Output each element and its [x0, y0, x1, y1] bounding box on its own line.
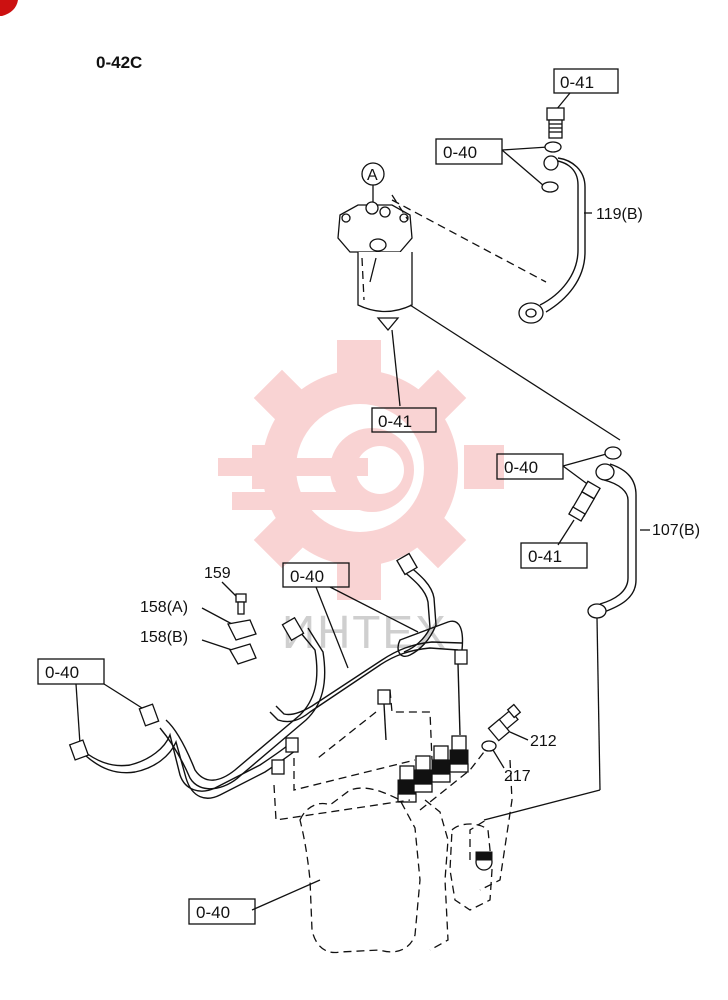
page-reference: 0-42C — [96, 53, 142, 72]
label-158a: 158(A) — [140, 599, 188, 616]
washer-top-1 — [544, 141, 562, 153]
callout-a: A — [361, 162, 385, 186]
injection-pipes — [68, 552, 468, 799]
banjo-bolt-top — [546, 107, 565, 139]
svg-text:0-41: 0-41 — [528, 547, 562, 566]
banjo-bolt-right — [568, 480, 601, 522]
svg-text:0-40: 0-40 — [290, 567, 324, 586]
ref-box-0-40-left[interactable]: 0-40 — [37, 658, 105, 685]
pipe-107b-to-engine-line — [596, 617, 601, 791]
svg-text:0-41: 0-41 — [378, 412, 412, 431]
ref-box-0-40-right[interactable]: 0-40 — [496, 453, 564, 480]
watermark-logo — [218, 340, 504, 600]
washer-217 — [481, 740, 497, 752]
ref-box-0-40-top[interactable]: 0-40 — [435, 138, 503, 165]
label-212: 212 — [530, 733, 557, 750]
ref-box-0-41-top[interactable]: 0-41 — [553, 68, 619, 94]
pipe-119b — [518, 155, 586, 324]
label-217: 217 — [504, 768, 531, 785]
label-107b: 107(B) — [652, 522, 700, 539]
ref-box-0-41-right[interactable]: 0-41 — [520, 542, 588, 569]
ref-box-0-40-bottom[interactable]: 0-40 — [188, 898, 256, 925]
label-119b: 119(B) — [596, 206, 643, 223]
pipe-107b — [587, 446, 637, 619]
fuel-filter — [337, 201, 413, 332]
filter-to-pipe-107b-line — [409, 304, 621, 441]
ref-box-0-41-filter[interactable]: 0-41 — [371, 407, 437, 433]
connector-212 — [487, 703, 522, 742]
dash-line-119b — [391, 199, 547, 283]
label-159: 159 — [204, 565, 231, 582]
clip-158a — [227, 619, 257, 641]
engine-outline — [273, 689, 513, 954]
svg-text:0-41: 0-41 — [560, 73, 594, 92]
clip-158b — [229, 643, 257, 665]
svg-text:0-40: 0-40 — [443, 143, 477, 162]
svg-text:0-40: 0-40 — [504, 458, 538, 477]
svg-text:A: A — [367, 167, 378, 184]
leader-0-41-top — [555, 92, 571, 111]
svg-text:0-40: 0-40 — [45, 663, 79, 682]
corner-mark — [0, 0, 18, 16]
label-158b: 158(B) — [140, 629, 188, 646]
bolt-159 — [235, 593, 247, 615]
injection-pump-outlets — [397, 735, 469, 803]
svg-text:0-40: 0-40 — [196, 903, 230, 922]
